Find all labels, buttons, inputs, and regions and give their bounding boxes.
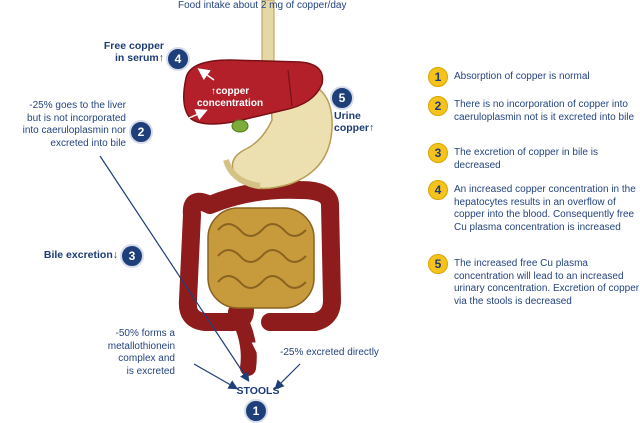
badge-1: 1 xyxy=(244,399,268,423)
metallothionein-label: -50% forms a metallothionein complex and… xyxy=(107,328,175,377)
badge-4: 4 xyxy=(166,47,190,71)
legend-text-5: The increased free Cu plasma concentrati… xyxy=(454,258,640,307)
legend-badge-5: 5 xyxy=(428,254,448,274)
arrow-liver-to-stools xyxy=(99,155,250,383)
stools-label: STOOLS xyxy=(236,385,280,397)
digestive-system-illustration xyxy=(99,0,342,390)
badge-2: 2 xyxy=(129,120,153,144)
legend-text-4: An increased copper concentration in the… xyxy=(454,184,636,233)
food-intake-label: Food intake about 2 mg of copper/day xyxy=(178,0,347,11)
legend-badge-3: 3 xyxy=(428,143,448,163)
badge-3: 3 xyxy=(120,244,144,268)
liver-label: ↑copper concentration xyxy=(196,86,264,109)
free-copper-label: Free copper in serum↑ xyxy=(103,40,164,64)
urine-copper-label: Urine copper↑ xyxy=(334,110,375,134)
legend-text-1: Absorption of copper is normal xyxy=(454,71,590,82)
legend-text-2: There is no incorporation of copper into… xyxy=(454,99,635,123)
excreted-directly-label: -25% excreted directly xyxy=(280,347,379,358)
gallbladder xyxy=(231,119,249,133)
liver xyxy=(183,59,324,125)
arrow-direct xyxy=(274,363,301,390)
bile-excretion-label: Bile excretion↓ xyxy=(43,249,118,261)
legend-badge-1: 1 xyxy=(428,67,448,87)
badge-5: 5 xyxy=(330,86,354,110)
liver-note-label: -25% goes to the liver but is not incorp… xyxy=(22,100,126,149)
legend-badge-4: 4 xyxy=(428,180,448,200)
arrow-metallothionein xyxy=(193,363,239,390)
stomach xyxy=(231,79,333,190)
legend-text-3: The excretion of copper in bile is decre… xyxy=(454,147,598,171)
legend-badge-2: 2 xyxy=(428,96,448,116)
